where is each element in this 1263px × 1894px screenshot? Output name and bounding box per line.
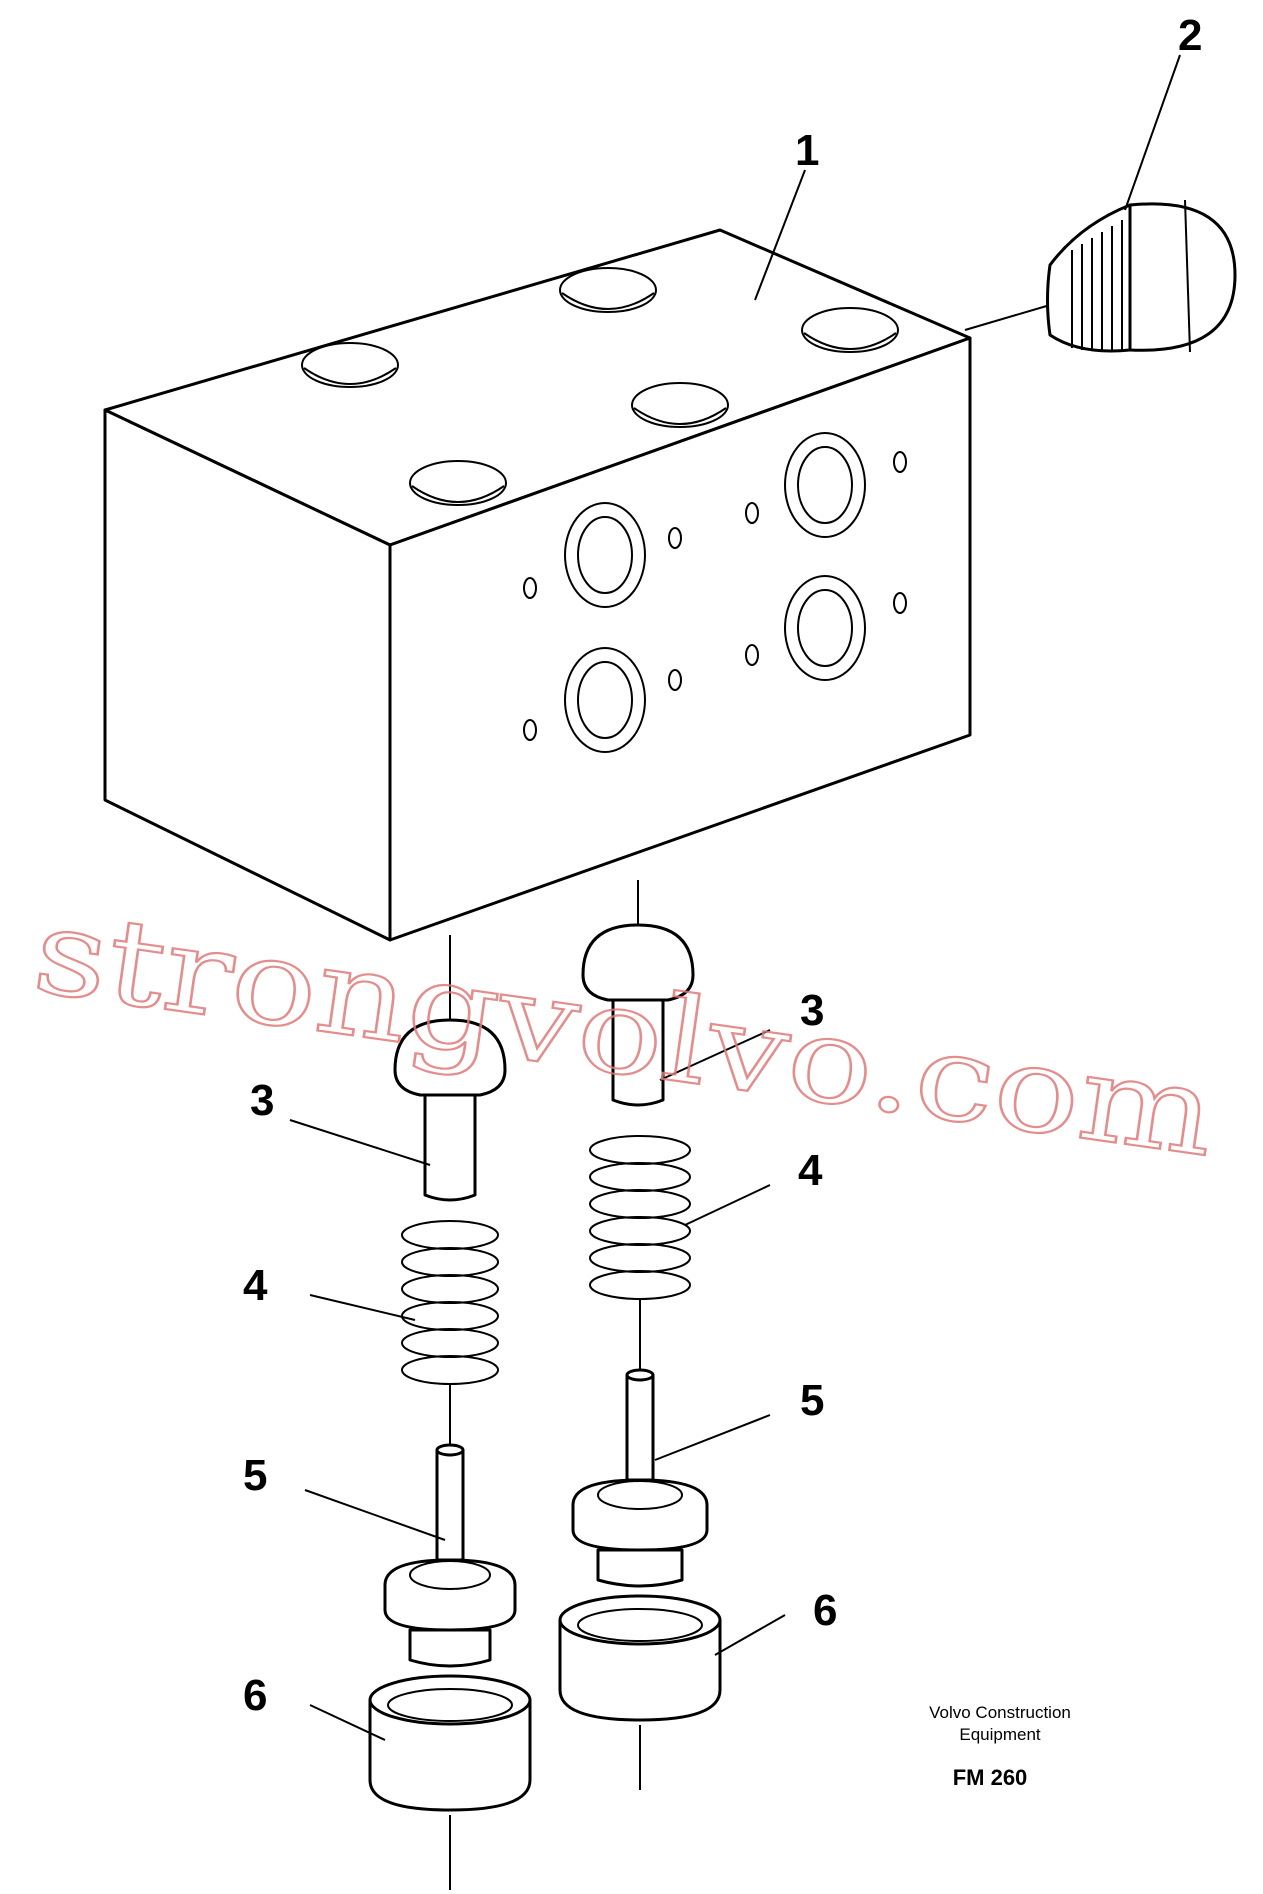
leader-lines bbox=[289, 54, 1181, 1741]
caption: Volvo Construction Equipment FM 260 bbox=[929, 1703, 1071, 1790]
callout-5-right: 5 bbox=[800, 1376, 824, 1425]
callout-2: 2 bbox=[1178, 11, 1202, 60]
valve-block bbox=[103, 228, 972, 942]
callout-3-right: 3 bbox=[800, 986, 824, 1035]
top-port-holes bbox=[301, 267, 899, 506]
caption-line-1: Volvo Construction bbox=[929, 1703, 1071, 1722]
callout-5-left: 5 bbox=[243, 1451, 267, 1500]
mounting-holes bbox=[523, 451, 907, 741]
plug-thread bbox=[1071, 220, 1123, 350]
left-poppet bbox=[393, 1018, 507, 1202]
callout-6-left: 6 bbox=[243, 1671, 267, 1720]
plug bbox=[964, 199, 1237, 353]
left-cup bbox=[368, 1674, 532, 1812]
callout-6-right: 6 bbox=[813, 1586, 837, 1635]
callout-1: 1 bbox=[795, 126, 819, 175]
right-pin-seat bbox=[571, 1368, 709, 1588]
callout-4-right: 4 bbox=[798, 1146, 823, 1195]
callout-3-left: 3 bbox=[250, 1076, 274, 1125]
left-pin-seat bbox=[383, 1443, 517, 1668]
left-spring bbox=[401, 1220, 499, 1385]
right-valve-stack bbox=[558, 880, 722, 1790]
front-valve-bores bbox=[564, 432, 866, 753]
callout-4-left: 4 bbox=[243, 1261, 268, 1310]
left-valve-stack bbox=[368, 935, 532, 1890]
caption-line-2: Equipment bbox=[959, 1725, 1041, 1744]
right-spring bbox=[589, 1135, 691, 1300]
figure-code: FM 260 bbox=[953, 1765, 1028, 1790]
right-poppet bbox=[581, 923, 695, 1107]
right-cup bbox=[558, 1594, 722, 1722]
callout-labels: 1 2 3 3 4 4 5 5 6 6 bbox=[243, 11, 1202, 1720]
